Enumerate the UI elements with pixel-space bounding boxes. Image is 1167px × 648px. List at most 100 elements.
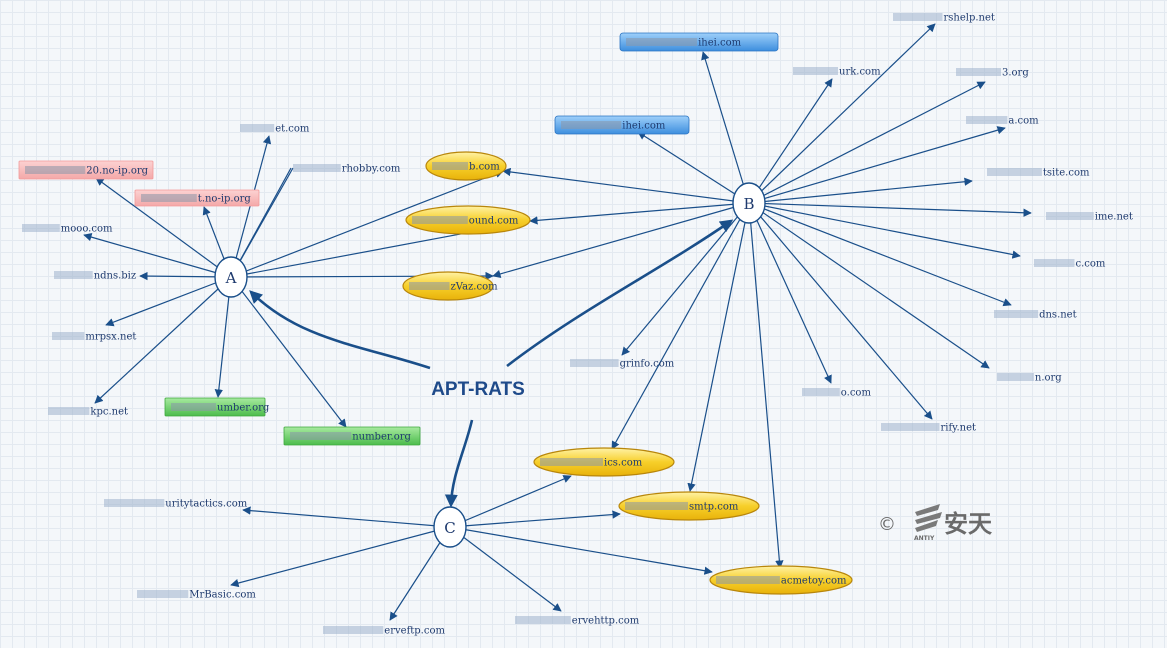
edge-b-b11 [748, 202, 990, 369]
node-label: c.com [1076, 259, 1106, 270]
node-shape [283, 426, 421, 446]
redacted-block [540, 458, 603, 466]
domain-node-a4[interactable]: rhobby.com [293, 164, 401, 175]
node-label: umber.org [217, 403, 270, 414]
node-label: ound.com [469, 216, 519, 227]
edge-b-b2 [637, 131, 750, 204]
node-label: ics.com [604, 458, 643, 469]
node-shape [405, 205, 531, 235]
domain-node-b4[interactable]: urk.com [793, 67, 881, 78]
domain-node-a8[interactable]: kpc.net [48, 407, 128, 418]
edge-a-s1 [230, 169, 504, 278]
root-links-layer [249, 219, 734, 508]
node-label: ihei.com [622, 121, 666, 132]
nodes-layer: 20.no-ip.org t.no-ip.org et.com rhobby.com m… [18, 13, 1133, 637]
node-shape [618, 491, 760, 521]
domain-node-a2[interactable]: t.no-ip.org [134, 189, 260, 207]
node-label: mooo.com [61, 224, 113, 235]
domain-node-s4[interactable]: ics.com [533, 447, 675, 477]
node-label: t.no-ip.org [198, 194, 252, 205]
domain-node-a3[interactable]: et.com [240, 124, 310, 135]
node-label: 3.org [1002, 68, 1029, 79]
redacted-block [625, 502, 688, 510]
node-label: et.com [275, 124, 310, 135]
domain-node-b8[interactable]: ime.net [1046, 212, 1133, 223]
node-label: o.com [841, 388, 872, 399]
hub-a[interactable]: A [214, 256, 248, 298]
node-shape [18, 160, 154, 180]
redacted-block [137, 590, 189, 598]
domain-node-c3[interactable]: erveftp.com [323, 626, 445, 637]
domain-node-s2[interactable]: ound.com [405, 205, 531, 235]
redacted-block [171, 403, 216, 411]
hub-c[interactable]: C [433, 506, 467, 548]
edge-b-s1 [502, 167, 750, 204]
redacted-block [881, 423, 940, 431]
redacted-block [293, 164, 341, 172]
redacted-block [793, 67, 838, 75]
redacted-block [54, 271, 93, 279]
redacted-block [141, 194, 197, 202]
domain-node-a5[interactable]: mooo.com [22, 224, 113, 235]
node-label: uritytactics.com [165, 499, 247, 510]
node-label: b.com [469, 162, 500, 173]
domain-node-b3[interactable]: rshelp.net [893, 13, 995, 24]
hub-b-label: B [743, 195, 754, 213]
domain-node-b7[interactable]: tsite.com [987, 168, 1090, 179]
edge-c-c4 [449, 526, 562, 612]
domain-node-s6[interactable]: acmetoy.com [709, 565, 853, 595]
edge-b-b8 [748, 202, 1032, 217]
edge-b-s2 [529, 202, 750, 225]
redacted-block [323, 626, 384, 634]
domain-node-b9[interactable]: c.com [1034, 259, 1106, 270]
redacted-block [570, 359, 619, 367]
domain-node-b2[interactable]: ihei.com [554, 115, 690, 135]
redacted-block [104, 499, 165, 507]
node-label: n.org [1035, 373, 1062, 384]
redacted-block [987, 168, 1042, 176]
domain-node-b11[interactable]: n.org [997, 373, 1062, 384]
hub-b[interactable]: B [732, 182, 766, 224]
domain-node-a10[interactable]: number.org [283, 426, 421, 446]
node-label: ndns.biz [94, 271, 136, 282]
domain-node-s5[interactable]: smtp.com [618, 491, 760, 521]
domain-node-a1[interactable]: 20.no-ip.org [18, 160, 154, 180]
hub-c-label: C [444, 519, 455, 537]
edge-b-b6 [748, 126, 1006, 204]
node-shape [709, 565, 853, 595]
hub-a-label: A [225, 269, 237, 287]
domain-node-c4[interactable]: ervehttp.com [515, 616, 640, 627]
redacted-block [409, 282, 450, 290]
domain-node-a7[interactable]: mrpsx.net [52, 332, 136, 343]
redacted-block [25, 166, 86, 174]
domain-node-c1[interactable]: uritytactics.com [104, 499, 248, 510]
node-shape [533, 447, 675, 477]
domain-node-b6[interactable]: a.com [966, 116, 1039, 127]
domain-node-a9[interactable]: umber.org [164, 397, 270, 417]
redacted-block [515, 616, 571, 624]
domain-node-s3[interactable]: zVaz.com [402, 271, 499, 301]
domain-node-b14[interactable]: grinfo.com [570, 359, 675, 370]
edge-a-a5 [83, 233, 232, 278]
redacted-block [48, 407, 90, 415]
domain-node-s1[interactable]: b.com [425, 151, 507, 181]
domain-node-b13[interactable]: o.com [802, 388, 871, 399]
edge-b-s5 [687, 202, 750, 492]
redacted-block [1046, 212, 1094, 220]
domain-node-a6[interactable]: ndns.biz [54, 271, 136, 282]
node-label: zVaz.com [451, 282, 499, 293]
edge-b-b3 [748, 23, 936, 204]
redacted-block [994, 310, 1039, 318]
node-label: mrpsx.net [85, 332, 136, 343]
domain-node-c2[interactable]: MrBasic.com [137, 590, 256, 601]
antiy-logo-icon [915, 504, 942, 532]
domain-node-b10[interactable]: dns.net [994, 310, 1077, 321]
node-label: ime.net [1095, 212, 1133, 223]
edge-c-c1 [242, 506, 451, 528]
root-link-a [249, 290, 431, 370]
root-link-b [506, 219, 734, 368]
node-label: MrBasic.com [189, 590, 256, 601]
domain-node-b12[interactable]: rify.net [881, 423, 976, 434]
domain-node-b5[interactable]: 3.org [956, 68, 1029, 79]
domain-node-b1[interactable]: ihei.com [619, 32, 779, 52]
